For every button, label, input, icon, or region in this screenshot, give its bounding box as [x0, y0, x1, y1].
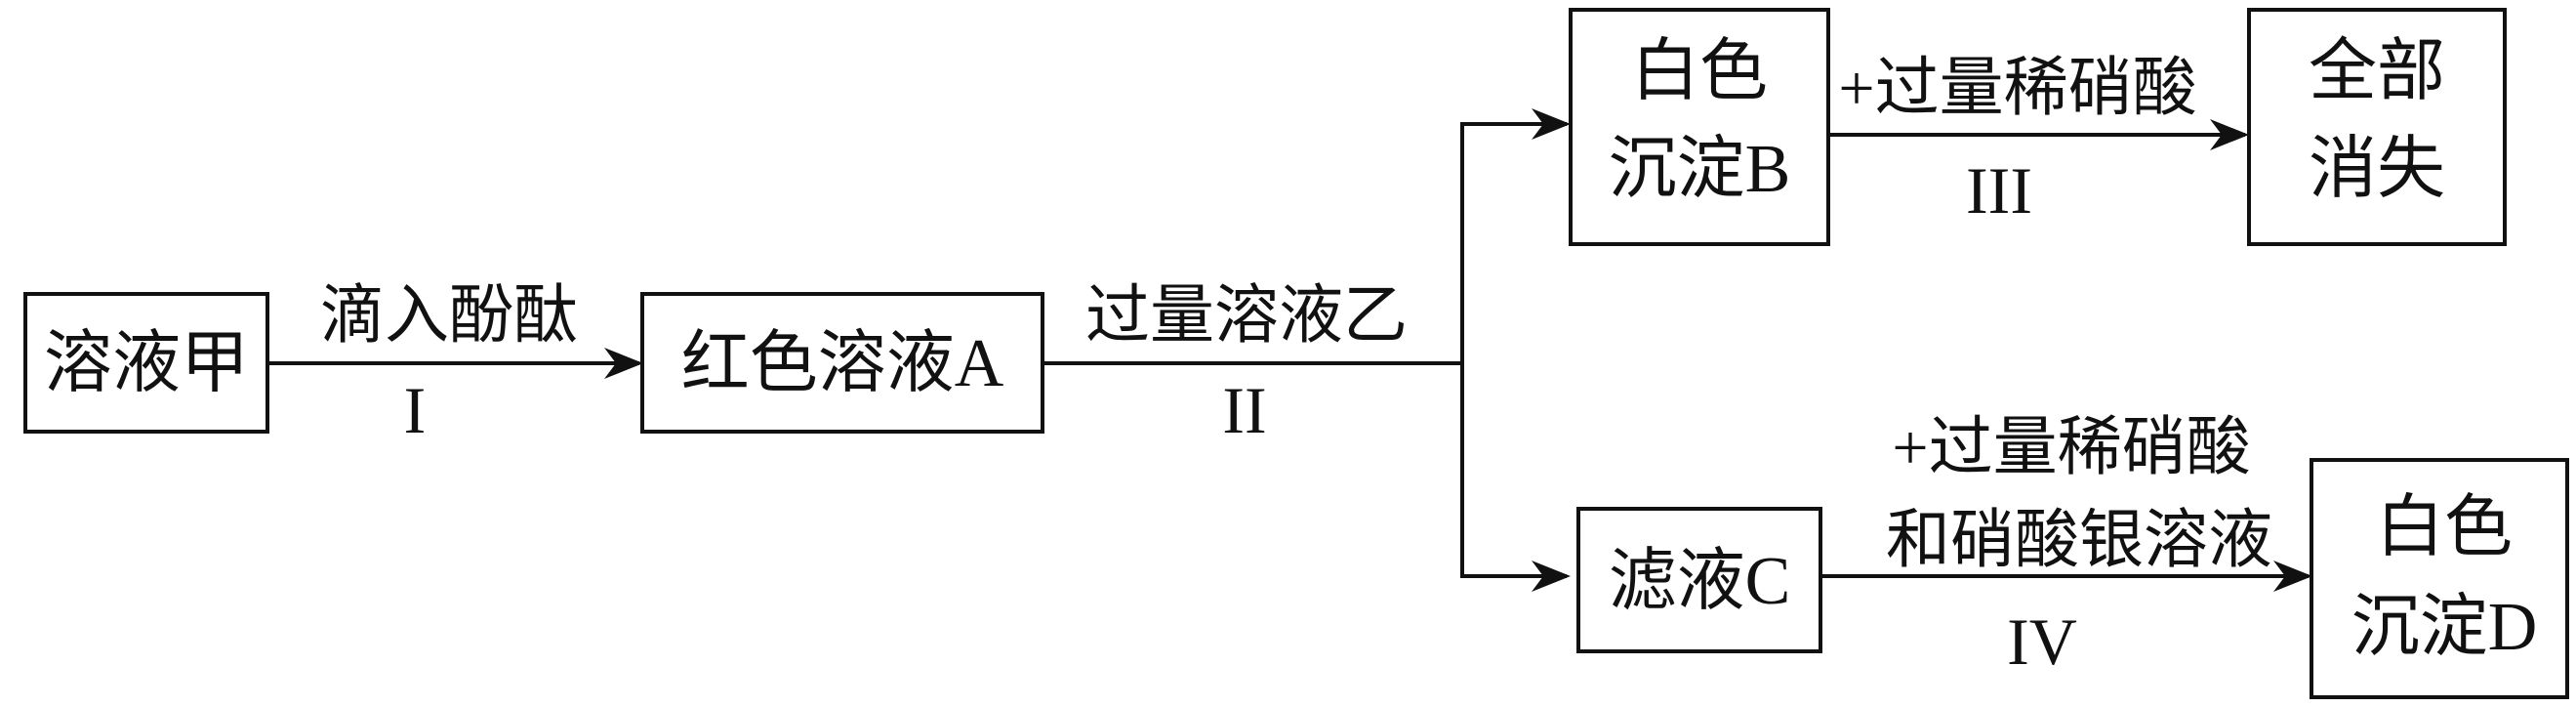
node-white-precipitate-d-line2: 沉淀D — [2351, 590, 2538, 665]
node-solution-jia-label: 溶液甲 — [44, 326, 249, 401]
arrow-step-1-reagent: 滴入酚酞 — [320, 280, 578, 352]
node-all-dissolved-line2: 消失 — [2309, 132, 2445, 207]
arrow-step-4-number: IV — [2007, 604, 2077, 679]
node-filtrate-c-label: 滤液C — [1609, 544, 1791, 619]
node-filtrate-c: 滤液C — [1576, 507, 1822, 653]
node-white-precipitate-b: 白色 沉淀B — [1569, 8, 1830, 246]
node-red-solution-a-label: 红色溶液A — [681, 326, 1004, 401]
node-all-dissolved-line1: 全部 — [2309, 34, 2445, 109]
arrow-step-2-number: II — [1222, 373, 1266, 447]
node-white-precipitate-d-line1: 白色 — [2376, 490, 2513, 565]
node-white-precipitate-b-line2: 沉淀B — [1609, 132, 1791, 207]
node-red-solution-a: 红色溶液A — [640, 292, 1044, 434]
node-white-precipitate-d: 白色 沉淀D — [2310, 458, 2569, 699]
node-white-precipitate-b-line1: 白色 — [1631, 34, 1768, 109]
arrow-step-4-reagent-line2: 和硝酸银溶液 — [1886, 505, 2272, 576]
arrow-step-1-number: I — [404, 373, 427, 447]
arrow-step-3-number: III — [1966, 153, 2032, 228]
arrow-step-4-reagent-line1: +过量稀硝酸 — [1892, 412, 2250, 483]
arrow-step-2-reagent: 过量溶液乙 — [1085, 280, 1408, 352]
node-solution-jia: 溶液甲 — [23, 292, 269, 434]
node-all-dissolved: 全部 消失 — [2247, 8, 2507, 246]
arrow-step-3-reagent: +过量稀硝酸 — [1838, 53, 2196, 124]
